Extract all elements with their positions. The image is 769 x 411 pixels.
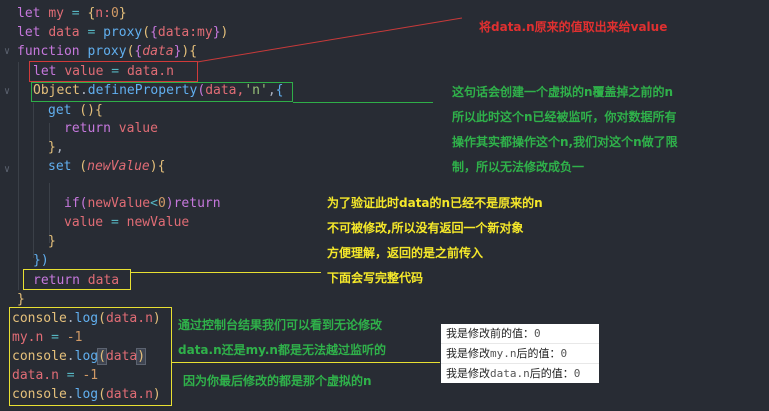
fold-chevron-icon[interactable]: ∨ [4,46,11,57]
console-row: 我是修改data.n后的值：0 [446,367,581,380]
console-row: 我是修改my.n后的值：0 [441,344,599,364]
note-yellow-line: 下面会写完整代码 [327,271,424,285]
note-yellow-line: 方便理解，返回的是之前传入 [327,246,484,260]
note-green-line: 这句话会创建一个虚拟的n覆盖掉之前的n [452,85,674,99]
code-line-13: }) [33,253,49,268]
code-line-7: return value [64,121,158,136]
note-green: 这句话会创建一个虚拟的n覆盖掉之前的n 所以此时这个n已经被监听，你对数据所有 … [452,80,678,180]
leader-line-red [197,17,463,63]
note-yellow-line: 不可被修改,所以没有返回一个新对象 [327,221,524,235]
indent-guide [49,183,50,243]
highlight-box-red [29,61,198,82]
note-console-line: 通过控制台结果我们可以看到无论修改 [178,318,383,332]
indent-guide [49,123,50,143]
leader-line-console [172,362,440,363]
fold-chevron-icon[interactable]: ∨ [4,164,11,175]
code-line-16: console.log(data.n) [12,311,161,326]
indent-guide [33,103,34,258]
code-line-4: let value = data.n [33,64,174,79]
code-line-1: let my = {n:0} [17,6,127,21]
note-yellow: 为了验证此时data的n已经不是原来的n 不可被修改,所以没有返回一个新对象 方… [327,191,543,291]
note-yellow-line: 为了验证此时data的n已经不是原来的n [327,196,543,210]
code-line-10: if(newValue<0)return [64,196,221,211]
code-line-17: my.n = -1 [12,330,83,345]
code-line-14: return data [33,273,120,288]
code-line-2: let data = proxy({data:my}) [17,25,229,40]
code-line-6: get (){ [48,103,103,118]
code-line-20: console.log(data.n) [12,387,161,402]
indent-guide [18,62,19,290]
highlight-box-yellow [23,269,131,290]
code-line-3: function proxy({data}){ [17,44,198,59]
note-console: 通过控制台结果我们可以看到无论修改 data.n还是my.n都是无法越过监听的 … [178,313,386,394]
console-output-panel: 我是修改前的值：0 我是修改my.n后的值：0 我是修改data.n后的值：0 [441,324,599,383]
code-line-19: data.n = -1 [12,368,99,383]
code-line-12: } [48,234,56,249]
leader-line-green [293,102,433,103]
note-green-line: 操作其实都操作这个n,我们对这个n做了限 [452,135,678,149]
code-line-5: Object.defineProperty(data,'n',{ [33,83,284,98]
leader-line-yellow [131,272,321,273]
code-line-9: set (newValue){ [48,159,166,174]
code-line-11: value = newValue [64,215,190,230]
code-line-18: console.log(data) [12,348,147,365]
highlight-box-green [31,82,293,102]
note-console-line: data.n还是my.n都是无法越过监听的 [178,343,386,357]
console-row: 我是修改前的值：0 [441,324,599,344]
code-line-15: } [17,292,25,307]
note-green-line: 制，所以无法修改成负一 [452,160,585,174]
note-red: 将data.n原来的值取出来给value [479,20,668,34]
fold-chevron-icon[interactable]: ∨ [4,86,11,97]
note-console-line: 因为你最后修改的都是那个虚拟的n [183,374,372,388]
highlight-box-console-code [9,307,172,406]
code-line-8: }, [48,140,64,155]
note-green-line: 所以此时这个n已经被监听，你对数据所有 [452,110,677,124]
